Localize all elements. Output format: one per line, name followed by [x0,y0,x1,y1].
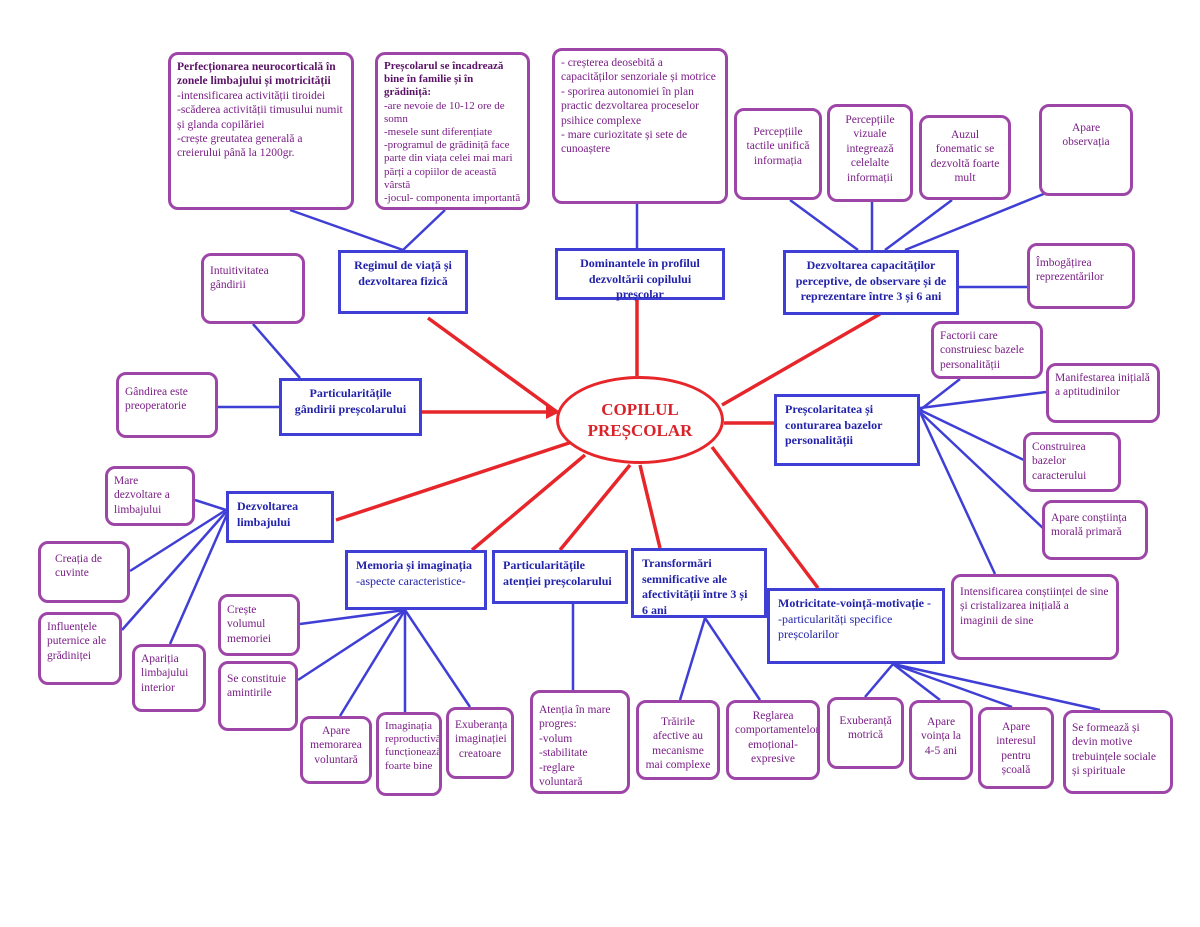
leaf-exuberanta-motrica: Exuberanță motrică [827,697,904,769]
neuro-line-1: -intensificarea activității tiroidei [177,89,326,102]
link-pers-constiinta [919,411,1046,531]
leaf-trairile: Trăirile afective au mecanisme mai compl… [636,700,720,780]
leaf-influentele: Influențele puternice ale grădiniței [38,612,122,685]
topic-motricitate: Motricitate-voință-motivație - -particul… [767,588,945,664]
dominante-line-2: - sporirea autonomiei în plan practic de… [561,85,699,127]
topic-atentie: Particularitățile atenției preșcolarului [492,550,628,604]
leaf-observatia: Apare observația [1039,104,1133,196]
link-cap-auzul [884,198,953,252]
leaf-neuro: Perfecționarea neurocorticală în zonele … [168,52,354,210]
dominante-line-3: - mare curiozitate și sete de cunoaștere [561,128,688,156]
leaf-aparitia: Apariția limbajului interior [132,644,206,712]
neuro-line-2: -scăderea activității timusului numit și… [177,104,343,131]
atentia-line-4: -reglare voluntară [539,761,583,788]
link-mot-interesul [892,662,1013,709]
leaf-exuberanta-imaginatiei: Exuberanța imaginației creatoare [446,707,514,779]
leaf-volumul: Crește volumul memoriei [218,594,300,656]
link-mot-vointa [892,663,941,701]
memoria-subtitle: -aspecte caracteristice- [356,573,466,588]
link-regim-neuro [289,208,404,252]
leaf-motive: Se formează și devin motive trebuințele … [1063,710,1173,794]
leaf-factori: Factorii care construiesc bazele persona… [931,321,1043,379]
motricitate-title: Motricitate-voință-motivație - [778,596,931,610]
leaf-caracter: Construirea bazelor caracterului [1023,432,1121,492]
link-center-atentie [558,463,632,552]
link-center-afectivitate [638,464,662,549]
link-afect-reglarea [703,617,762,701]
link-mem-exuberanta [403,609,472,708]
atentia-line-2: -volum [539,732,573,745]
leaf-mare-dezvoltare: Mare dezvoltare a limbajului [105,466,195,526]
link-pers-manifestarea [919,390,1047,410]
topic-dominante: Dominantele în profilul dezvoltării copi… [555,248,725,301]
link-mem-memorarea [338,609,407,717]
atentia-line-3: -stabilitate [539,747,588,760]
link-limbaj-aparitia [168,511,230,645]
center-node: COPILUL PREȘCOLAR [556,376,724,464]
link-center-regim [426,316,559,414]
link-mem-volumul [299,608,406,626]
memoria-title: Memoria și imaginația [356,558,472,572]
link-limbaj-mare [194,498,227,512]
leaf-amintirile: Se constituie amintirile [218,661,298,731]
leaf-manifestarea: Manifestarea inițială a aptitudinilor [1046,363,1160,423]
link-mot-motive [892,662,1101,712]
leaf-atentia-progres: Atenția în mare progres: -volum -stabili… [530,690,630,794]
arrowhead [546,405,560,419]
link-center-memoria [470,453,587,552]
leaf-imbogatirea: Îmbogățirea reprezentărilor [1027,243,1135,309]
link-pers-caracter [919,408,1029,464]
link-regim-familie [402,209,446,251]
link-limbaj-creatia [129,508,227,573]
leaf-constiinta-morala: Apare conștiința morală primară [1042,500,1148,560]
atentia-line-1: Atenția în mare progres: [539,704,611,731]
leaf-familie: Preșcolarul se încadrează bine în famili… [375,52,530,210]
topic-capacitati: Dezvoltarea capacităților perceptive, de… [783,250,959,315]
topic-limbaj: Dezvoltarea limbajului [226,491,334,543]
motricitate-subtitle: -particularități specifice preșcolarilor [778,611,893,642]
neuro-line-3: -crește greutatea generală a creierului … [177,132,303,160]
leaf-creatia: Creația de cuvinte [38,541,130,603]
link-center-limbaj [335,440,573,522]
link-mem-amintirile [297,608,406,682]
link-limbaj-influentele [121,511,227,631]
leaf-dominante: - creșterea deosebită a capacităților se… [552,48,728,204]
topic-regim: Regimul de viață și dezvoltarea fizică [338,250,468,314]
leaf-imaginatia-reproductiva: Imaginația reproductivă funcționează foa… [376,712,442,796]
leaf-intuitivitatea: Intuitivitatea gândirii [201,253,305,324]
leaf-tactile: Percepțiile tactile unifică informația [734,108,822,200]
topic-afectivitate: Transformări semnificative ale afectivit… [631,548,767,618]
leaf-intensificarea: Intensificarea conștiinței de sine și cr… [951,574,1119,660]
familie-title: Preșcolarul se încadrează bine în famili… [384,60,504,99]
leaf-reglarea: Reglarea comportamentelor emoțional-expr… [726,700,820,780]
link-center-motricitate [710,445,820,590]
link-afect-trairile [678,617,707,701]
leaf-preoperatorie: Gândirea este preoperatorie [116,372,218,438]
familie-line-3: -programul de grădiniță face parte din v… [384,139,513,191]
leaf-vizuale: Percepțiile vizuale integrează celelalte… [827,104,913,202]
link-gandire-intuitivitatea [252,323,301,379]
leaf-memorarea: Apare memorarea voluntară [300,716,372,784]
neuro-title: Perfecționarea neurocorticală în zonele … [177,61,336,88]
leaf-vointa: Apare voința la 4-5 ani [909,700,973,780]
link-cap-tactile [789,198,859,252]
link-mot-exuberanta [864,663,894,698]
familie-line-4: -jocul- componenta importantă [384,191,521,204]
link-center-capacitati [721,312,881,407]
leaf-interesul: Apare interesul pentru școală [978,707,1054,789]
topic-memoria: Memoria și imaginația -aspecte caracteri… [345,550,487,610]
leaf-auzul: Auzul fonematic se dezvoltă foarte mult [919,115,1011,200]
center-line-1: COPILUL [601,399,679,419]
link-cap-observatia [904,191,1047,252]
topic-personalitate: Preșcolaritatea și conturarea bazelor pe… [774,394,920,466]
link-pers-intensificarea [918,411,997,575]
link-pers-factori [919,378,961,411]
familie-line-1: -are nevoie de 10-12 ore de somn [384,99,505,125]
familie-line-2: -mesele sunt diferențiate [384,125,493,138]
dominante-line-1: - creșterea deosebită a capacităților se… [561,57,716,84]
center-line-2: PREȘCOLAR [587,421,693,440]
topic-gandire: Particularitățile gândirii preșcolarului [279,378,422,436]
